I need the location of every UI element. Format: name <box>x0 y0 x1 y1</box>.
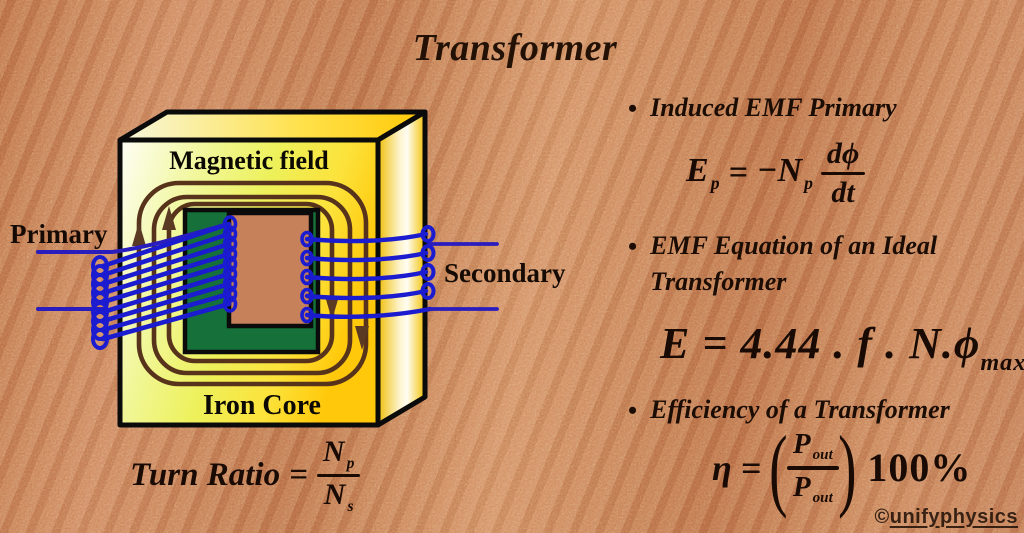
power-symbol: P <box>792 470 811 503</box>
primary-coil-loops-left <box>91 255 109 350</box>
bullet-induced-emf-label: Induced EMF Primary <box>650 93 897 122</box>
turns-subscript: p <box>346 454 355 472</box>
turns-symbol: N <box>322 435 345 468</box>
bullet-icon: • <box>628 94 638 123</box>
turns-symbol: N <box>323 478 346 512</box>
close-paren: ) <box>837 416 857 519</box>
eta-symbol: η <box>712 447 732 488</box>
eq1-symbol: E <box>686 152 709 190</box>
fraction-bar <box>786 466 839 470</box>
eq1-coef-symbol: −N <box>756 152 803 190</box>
arrow-up-icon <box>162 206 176 230</box>
turns-subscript: s <box>347 497 354 515</box>
core-right-face <box>375 109 428 428</box>
secondary-coil-loops-right <box>420 225 436 300</box>
equation-emf-ideal: E = 4.44 . f . N.ϕmax <box>660 318 1024 377</box>
fraction-numerator: dϕ <box>826 137 860 170</box>
bullet-icon: • <box>628 396 638 425</box>
arrow-up-icon <box>132 222 146 246</box>
turn-ratio-label: Turn Ratio <box>130 457 281 494</box>
watermark-name: unifyphysics <box>889 506 1018 528</box>
eq1-coef-subscript: p <box>804 172 813 193</box>
secondary-coil-loops-left <box>300 230 314 324</box>
eq3-percent: 100% <box>867 445 972 491</box>
bullet-emf-ideal: • EMF Equation of an Ideal Transformer <box>628 228 937 300</box>
page-title: Transformer <box>412 27 618 69</box>
arrow-down-icon <box>355 326 369 350</box>
copyright-symbol: © <box>874 506 890 528</box>
secondary-label: Secondary <box>444 258 566 288</box>
bullet-emf-ideal-line1: EMF Equation of an Ideal <box>650 231 938 260</box>
watermark: ©unifyphysics <box>874 506 1018 529</box>
primary-coil-loops-right <box>222 215 238 313</box>
fraction-bar <box>316 473 361 478</box>
power-subscript: out <box>812 447 833 464</box>
bullet-efficiency-label: Efficiency of a Transformer <box>650 395 950 424</box>
core-top-face <box>117 109 428 143</box>
primary-label: Primary <box>10 219 108 249</box>
eq2-body: E = 4.44 . f . N.ϕ <box>660 319 981 368</box>
fraction-bar <box>820 171 866 175</box>
fraction-denominator: dt <box>831 175 855 209</box>
bullet-emf-ideal-label: EMF Equation of an Ideal Transformer <box>650 228 937 300</box>
power-symbol: P <box>792 428 811 460</box>
open-paren: ( <box>769 416 788 519</box>
bullet-emf-ideal-line2: Transformer <box>650 266 787 296</box>
equals-sign: = <box>740 447 762 488</box>
iron-core-label: Iron Core <box>203 390 321 421</box>
fraction: dϕ dt <box>820 137 866 209</box>
primary-coil <box>36 215 238 350</box>
power-subscript: out <box>812 489 833 506</box>
primary-coil-strands <box>100 221 232 342</box>
arrow-down-icon <box>325 296 339 320</box>
magnetic-field-label: Magnetic field <box>169 146 329 175</box>
bullet-icon: • <box>628 232 638 261</box>
eq1-lhs-subscript: p <box>710 172 720 193</box>
equals-sign: = <box>289 457 308 494</box>
secondary-coil <box>300 225 499 324</box>
bullet-induced-emf: • Induced EMF Primary <box>628 90 897 127</box>
core-window-hole <box>226 210 314 329</box>
eq2-subscript: max <box>980 349 1024 377</box>
equals-sign: = <box>728 154 748 192</box>
bullet-efficiency: • Efficiency of a Transformer <box>628 392 950 429</box>
secondary-coil-strands <box>304 231 433 319</box>
field-direction-arrows <box>132 206 369 350</box>
